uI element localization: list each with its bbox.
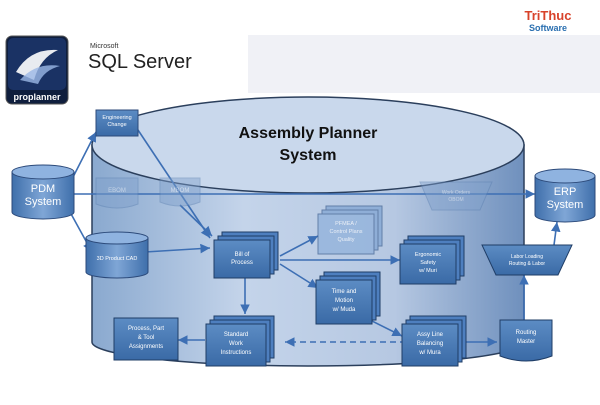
time-motion-doc: Time and Motion w/ Muda — [315, 271, 381, 325]
faded-bom-shapes: EBOM MBOM Work Orders OBOM — [95, 177, 493, 211]
labor-loading-shape: Labor Loading Routing & Labor — [481, 244, 573, 276]
time-motion-line1: Time and — [332, 289, 357, 295]
labor-line1: Labor Loading — [511, 254, 543, 260]
ergonomic-line2: Safety — [420, 260, 436, 266]
proplanner-text: proplanner — [13, 92, 61, 102]
software-text: Software — [529, 23, 567, 33]
bop-line2: Process — [231, 260, 253, 266]
pfmea-line2: Control Plans — [329, 229, 362, 235]
proplanner-logo: proplanner — [5, 35, 69, 105]
assy-line-balancing-doc: Assy Line Balancing w/ Mura — [401, 315, 467, 367]
erp-line2: System — [547, 199, 584, 211]
swi-line2: Work — [229, 341, 244, 347]
product-cad-cylinder: 3D Product CAD — [85, 231, 149, 279]
main-database-cylinder — [91, 96, 525, 367]
assy-line3: w/ Mura — [418, 350, 441, 356]
engineering-line2: Change — [107, 122, 126, 128]
standard-work-doc: Standard Work Instructions — [205, 315, 275, 367]
ergonomic-line3: w/ Muri — [418, 268, 437, 274]
system-title-line1: Assembly Planner — [239, 125, 378, 142]
microsoft-text: Microsoft — [90, 43, 118, 50]
ppt-line3: Assignments — [129, 344, 163, 350]
system-title-line2: System — [280, 147, 337, 164]
routing-line1: Routing — [516, 330, 537, 336]
routing-line2: Master — [517, 339, 535, 345]
ppt-line1: Process, Part — [128, 326, 164, 332]
pdm-line2: System — [25, 196, 62, 208]
sql-server-text: SQL Server — [88, 51, 192, 73]
swi-line3: Instructions — [221, 350, 252, 356]
pfmea-quality-doc: PFMEA / Control Plans Quality — [317, 205, 383, 255]
mbom-label: MBOM — [171, 188, 190, 194]
ergonomic-safety-doc: Ergonomic Safety w/ Muri — [399, 235, 465, 285]
erp-line1: ERP — [554, 186, 577, 198]
routing-master-doc: Routing Master — [499, 319, 553, 362]
engineering-line1: Engineering — [102, 115, 131, 121]
swi-line1: Standard — [224, 332, 248, 338]
pdm-system-cylinder: PDM System — [11, 164, 75, 220]
ergonomic-line1: Ergonomic — [415, 252, 442, 258]
product-cad-label: 3D Product CAD — [97, 256, 138, 262]
bill-of-process-doc: Bill of Process — [213, 231, 279, 279]
assy-line2: Balancing — [417, 341, 443, 347]
pfmea-line3: Quality — [337, 237, 354, 243]
labor-line2: Routing & Labor — [509, 261, 545, 267]
ebom-label: EBOM — [108, 188, 126, 194]
connectors — [69, 129, 561, 347]
bop-line1: Bill of — [235, 252, 250, 258]
process-part-tool-box: Process, Part & Tool Assignments — [113, 317, 179, 361]
pfmea-line1: PFMEA / — [335, 221, 357, 227]
ppt-line2: & Tool — [138, 335, 155, 341]
assy-line1: Assy Line — [417, 332, 444, 338]
pdm-line1: PDM — [31, 183, 55, 195]
trithuc-text: TriThuc — [525, 8, 572, 23]
time-motion-line3: w/ Muda — [332, 307, 356, 313]
engineering-change-doc: Engineering Change — [95, 109, 139, 137]
work-orders-line1: Work Orders — [442, 190, 471, 196]
trithuc-logo: TriThuc Software — [525, 8, 572, 33]
sql-server-logo: Microsoft SQL Server — [88, 43, 192, 73]
work-orders-line2: OBOM — [448, 197, 463, 203]
header-panel — [248, 35, 600, 93]
time-motion-line2: Motion — [335, 298, 353, 304]
erp-system-cylinder: ERP System — [534, 168, 596, 223]
